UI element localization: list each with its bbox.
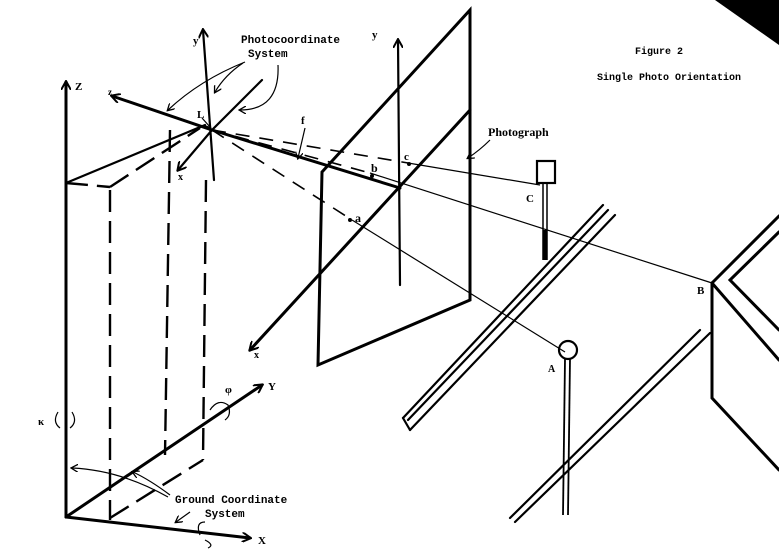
building-roof-edge-2 — [710, 281, 779, 362]
prism-bottom-edge — [109, 458, 204, 520]
ray-bB — [369, 172, 713, 284]
ray-cC — [407, 162, 541, 186]
prism-top-side — [109, 126, 201, 189]
photo-plane-y-axis — [398, 40, 400, 287]
curb-1-end — [401, 416, 412, 432]
image-point-a-marker — [348, 218, 352, 222]
photo-x-label: x — [178, 172, 183, 183]
photocoordinate-label-line2: System — [248, 49, 288, 61]
ground-label-pointer-2 — [133, 472, 171, 496]
photo-z-label: z — [108, 87, 112, 97]
ground-x-axis — [64, 515, 250, 538]
kappa-rotation-icon — [54, 411, 76, 429]
figure-title: Single Photo Orientation — [597, 72, 741, 84]
photo-x-axis-back — [210, 78, 264, 132]
ray-Lc-inside — [211, 129, 409, 164]
prism-vertical-3 — [201, 179, 208, 461]
curb-2-line-1 — [508, 328, 702, 520]
scan-corner-artifact — [715, 0, 779, 45]
photograph-plane: y x Photograph — [250, 6, 549, 368]
photocoordinate-label-line1: Photocoordinate — [241, 35, 340, 47]
building-roof-inner — [727, 230, 779, 332]
omega-rotation-icon — [197, 521, 212, 549]
curb-1-line-2 — [406, 208, 610, 422]
ground-point-C-pole: C — [526, 159, 557, 260]
building-roof-edge-1 — [710, 214, 779, 285]
photo-plane-x-axis — [250, 108, 472, 350]
photo-y-axis — [203, 30, 216, 182]
curb-1-line-1 — [401, 203, 605, 420]
curb-2-line-2 — [513, 331, 712, 524]
figure-number: Figure 2 — [635, 46, 683, 58]
image-point-b-marker — [370, 174, 374, 178]
photograph-frame — [316, 6, 472, 368]
curb-1-line-3 — [408, 213, 617, 432]
photo-y-label: y — [193, 35, 199, 47]
pole-A-post-right — [567, 358, 571, 516]
prism-top-front — [65, 181, 111, 189]
photograph-label: Photograph — [488, 125, 549, 139]
ground-point-A-pole: A — [548, 339, 579, 516]
ground-point-B-label: B — [697, 285, 705, 297]
phi-label: φ — [225, 384, 232, 396]
pole-C-sign — [535, 159, 557, 185]
photo-plane-y-label: y — [372, 29, 378, 41]
principal-axis — [210, 128, 402, 190]
building-wall — [710, 281, 779, 472]
photo-label-pointer-2 — [215, 62, 244, 92]
ground-coordinate-label-line1: Ground Coordinate — [175, 495, 288, 507]
ground-y-label: Y — [268, 381, 276, 393]
image-point-c-marker — [407, 162, 411, 166]
photo-z-axis — [112, 96, 214, 132]
ray-La-inside — [211, 129, 353, 221]
focal-length-label: f — [301, 115, 305, 127]
focal-length-pointer — [298, 127, 306, 158]
ground-coordinate-system: Z X Y κ φ Ground Coordinate System — [38, 81, 288, 549]
ground-coordinate-label-line2: System — [205, 509, 245, 521]
ground-point-A-label: A — [548, 364, 556, 375]
perspective-center-label: L — [197, 109, 204, 121]
ray-aA — [351, 219, 566, 353]
kappa-label: κ — [38, 416, 45, 428]
photo-x-axis — [178, 128, 214, 170]
ground-label-pointer-1 — [72, 468, 169, 498]
light-rays: a b c — [211, 129, 713, 353]
photo-label-pointer-1 — [168, 61, 246, 110]
curb-2 — [508, 328, 712, 524]
ground-point-C-label: C — [526, 193, 534, 205]
pole-A-post-left — [562, 358, 566, 516]
ray-Lb-inside — [211, 129, 371, 174]
photo-plane-x-label: x — [254, 350, 259, 361]
prism-top-edge — [64, 123, 207, 185]
ground-z-label: Z — [75, 81, 82, 93]
image-point-a-label: a — [355, 211, 361, 225]
ground-label-pointer-3 — [176, 511, 191, 522]
phi-rotation-icon — [209, 401, 231, 421]
ground-point-B-building: B — [697, 214, 779, 472]
image-point-c-label: c — [404, 151, 409, 163]
curb-1 — [401, 203, 617, 432]
ground-x-label: X — [258, 535, 266, 547]
photocoordinate-system: y z x L Photocoordinate System — [108, 30, 340, 183]
image-point-b-label: b — [371, 161, 378, 175]
prism-vertical-2 — [163, 129, 172, 456]
photograph-pointer — [468, 139, 491, 158]
pole-A-marker — [557, 339, 579, 361]
L-pointer — [201, 117, 210, 127]
photo-label-pointer-3 — [240, 64, 279, 110]
